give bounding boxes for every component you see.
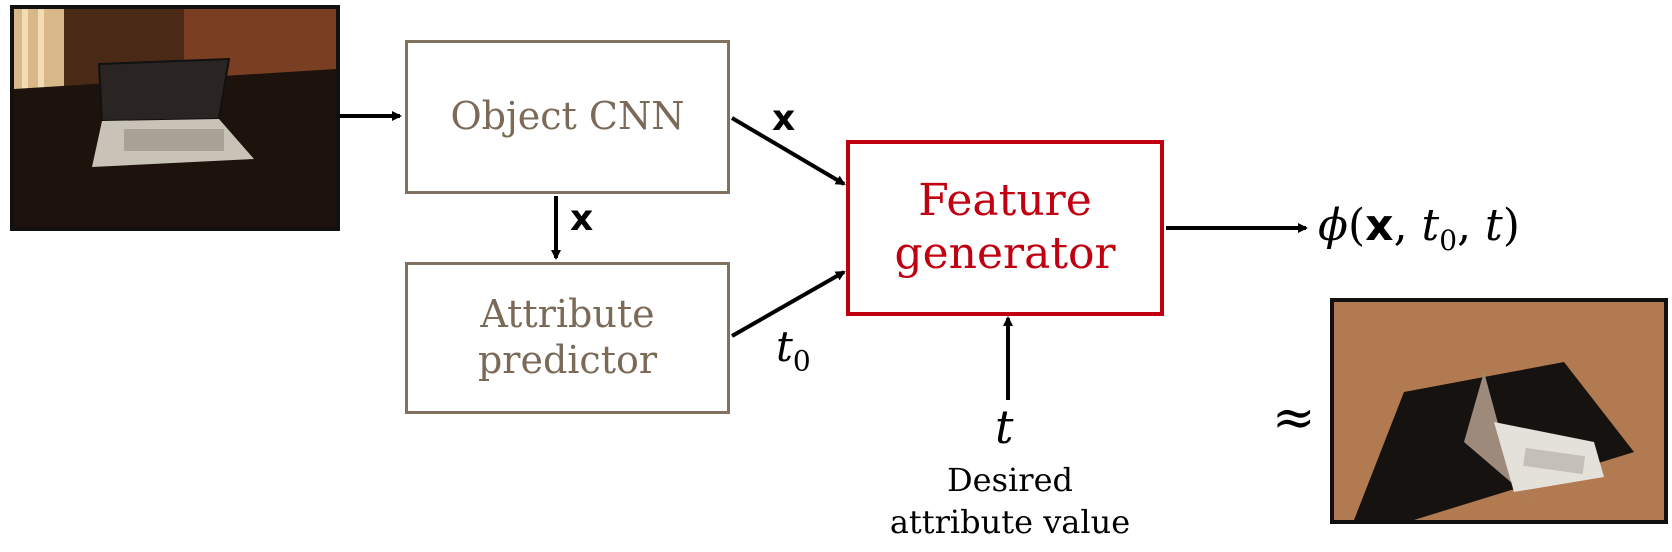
- feature-generator-box: Feature generator: [846, 140, 1164, 316]
- x-label-top: x: [772, 98, 796, 139]
- output-laptop-illustration: [1334, 302, 1664, 520]
- t0-label-base: t: [776, 322, 793, 371]
- feature-generator-label-line2: generator: [894, 228, 1116, 279]
- output-close-paren: ): [1502, 200, 1520, 251]
- desired-note-line2: attribute value: [889, 502, 1131, 541]
- output-t0-base: t: [1421, 200, 1440, 251]
- arrow-cnn-to-generator: [730, 116, 846, 186]
- t0-label-subscript: 0: [792, 344, 811, 378]
- desired-attribute-note: Desired attribute value: [860, 460, 1160, 543]
- output-comma-2: ,: [1457, 200, 1486, 251]
- output-comma-1: ,: [1393, 200, 1422, 251]
- output-open-paren: (: [1348, 200, 1366, 251]
- desired-note-line1: Desired: [947, 461, 1073, 499]
- attribute-predictor-box: Attribute predictor: [405, 262, 730, 414]
- output-t0: t0: [1421, 200, 1458, 257]
- phi-symbol: ϕ: [1318, 200, 1348, 251]
- output-expression: ϕ(x, t0, t): [1318, 200, 1520, 257]
- attribute-predictor-label-line1: Attribute: [480, 292, 655, 337]
- arrow-predictor-to-generator: [731, 270, 846, 338]
- output-t: t: [1485, 200, 1503, 251]
- input-laptop-image: [10, 5, 340, 231]
- object-cnn-box: Object CNN: [405, 40, 730, 194]
- t0-label: t0: [776, 322, 811, 377]
- output-t0-subscript: 0: [1439, 223, 1458, 257]
- approx-symbol: ≈: [1272, 388, 1316, 448]
- attribute-predictor-label-line2: predictor: [477, 338, 658, 382]
- t-label: t: [995, 400, 1014, 454]
- x-label-down: x: [570, 198, 594, 239]
- feature-generator-label-line1: Feature: [918, 175, 1092, 227]
- input-laptop-illustration: [14, 9, 336, 227]
- object-cnn-label: Object CNN: [450, 94, 685, 139]
- output-x: x: [1365, 200, 1394, 251]
- output-laptop-image: [1330, 298, 1668, 524]
